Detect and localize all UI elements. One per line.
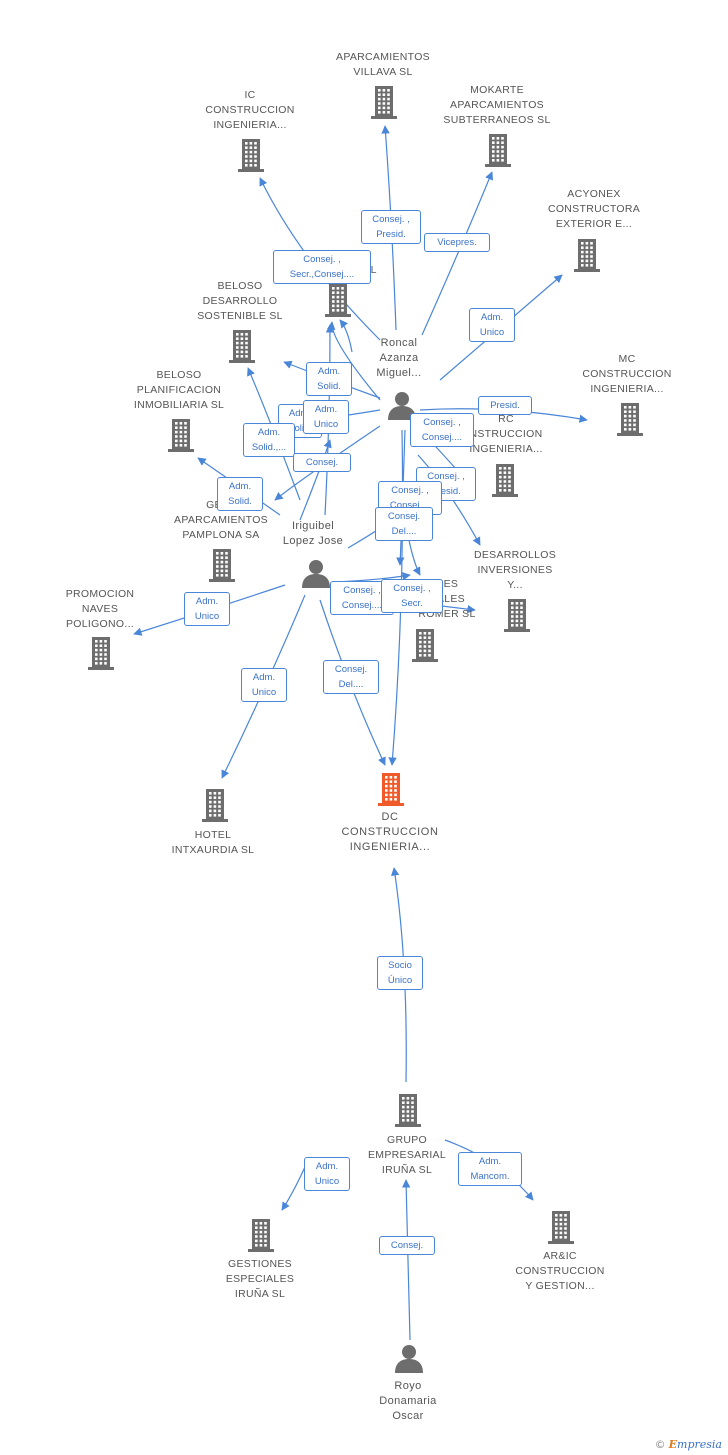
company-building-icon[interactable]: [166, 418, 196, 457]
company-building-icon[interactable]: [200, 788, 230, 827]
relation-label[interactable]: Adm. Unico: [303, 400, 349, 434]
relation-edge: [339, 319, 353, 353]
person-icon[interactable]: [394, 1343, 424, 1378]
relation-label[interactable]: Presid.: [478, 396, 532, 415]
company-building-icon[interactable]: [86, 636, 116, 675]
relation-label[interactable]: Consej.: [379, 1236, 435, 1255]
company-building-icon[interactable]: [483, 133, 513, 172]
company-name-label[interactable]: MC CONSTRUCCION INGENIERIA...: [582, 353, 672, 395]
company-name-label[interactable]: APARCAMIENTOS VILLAVA SL: [336, 51, 430, 78]
person-name-label[interactable]: Royo Donamaria Oscar: [379, 1380, 437, 1422]
relation-label[interactable]: Consej. Del....: [323, 660, 379, 694]
relation-label[interactable]: Adm. Solid.: [306, 362, 352, 396]
relation-label[interactable]: Consej. , Presid.: [361, 210, 421, 244]
company-building-icon[interactable]: [615, 402, 645, 441]
company-name-label[interactable]: ACYONEX CONSTRUCTORA EXTERIOR E...: [547, 188, 641, 230]
company-building-icon[interactable]: [502, 598, 532, 637]
copyright-symbol: ©: [654, 1438, 666, 1451]
relation-label[interactable]: Consej. , Consej....: [410, 413, 474, 447]
company-name-label[interactable]: BELOSO PLANIFICACION INMOBILIARIA SL: [133, 369, 225, 411]
company-building-icon[interactable]: [546, 1210, 576, 1249]
company-name-label[interactable]: DESARROLLOS INVERSIONES Y...: [473, 549, 557, 591]
person-icon[interactable]: [301, 558, 331, 593]
company-building-icon[interactable]: [207, 548, 237, 587]
relation-label[interactable]: Adm. Unico: [469, 308, 515, 342]
brand-name: mpresia: [677, 1438, 722, 1451]
relation-label[interactable]: Consej. , Secr.: [381, 579, 443, 613]
company-name-label[interactable]: AR&IC CONSTRUCCION Y GESTION...: [515, 1250, 605, 1292]
relation-label[interactable]: Consej. , Secr.,Consej....: [273, 250, 371, 284]
relation-label[interactable]: Socio Único: [377, 956, 423, 990]
relation-label[interactable]: Adm. Mancom.: [458, 1152, 522, 1186]
company-name-label[interactable]: PROMOCION NAVES POLIGONO...: [65, 588, 135, 630]
company-building-icon[interactable]: [490, 463, 520, 502]
company-building-icon[interactable]: [410, 628, 440, 667]
relation-label[interactable]: Adm. Unico: [304, 1157, 350, 1191]
brand-initial: E: [668, 1438, 678, 1451]
relation-label[interactable]: Adm. Unico: [184, 592, 230, 626]
relation-label[interactable]: Adm. Solid.,...: [243, 423, 295, 457]
company-name-label[interactable]: DC CONSTRUCCION INGENIERIA...: [341, 811, 439, 853]
relation-label[interactable]: Vicepres.: [424, 233, 490, 252]
company-building-icon[interactable]: [369, 85, 399, 124]
company-name-label[interactable]: GRUPO EMPRESARIAL IRUÑA SL: [368, 1134, 446, 1176]
company-building-icon[interactable]: [236, 138, 266, 177]
company-building-icon[interactable]: [246, 1218, 276, 1257]
relation-label[interactable]: Adm. Solid.: [217, 477, 263, 511]
person-icon[interactable]: [387, 390, 417, 425]
company-name-label[interactable]: GEST APARCAMIENTOS PAMPLONA SA: [174, 499, 268, 541]
footer-brand[interactable]: ©Empresia: [655, 1438, 722, 1451]
company-name-label[interactable]: HOTEL INTXAURDIA SL: [171, 829, 255, 856]
relation-label[interactable]: Consej. Del....: [375, 507, 433, 541]
person-name-label[interactable]: Roncal Azanza Miguel...: [376, 337, 422, 379]
company-name-label[interactable]: BELOSO DESARROLLO SOSTENIBLE SL: [197, 280, 283, 322]
company-name-label[interactable]: GESTIONES ESPECIALES IRUÑA SL: [225, 1258, 295, 1300]
relation-edge: [401, 1179, 411, 1341]
relation-label[interactable]: Consej.: [293, 453, 351, 472]
relation-label[interactable]: Adm. Unico: [241, 668, 287, 702]
company-name-label[interactable]: IC CONSTRUCCION INGENIERIA...: [205, 89, 295, 131]
company-name-label[interactable]: MOKARTE APARCAMIENTOS SUBTERRANEOS SL: [443, 84, 551, 126]
company-building-icon[interactable]: [227, 329, 257, 368]
company-building-icon[interactable]: [393, 1093, 423, 1132]
company-building-icon[interactable]: [323, 283, 353, 322]
company-name-label[interactable]: RC NSTRUCCION INGENIERIA...: [469, 413, 543, 455]
person-name-label[interactable]: Iriguibel Lopez Jose: [282, 520, 344, 547]
company-building-icon[interactable]: [572, 238, 602, 277]
main-company-icon[interactable]: [376, 772, 406, 811]
